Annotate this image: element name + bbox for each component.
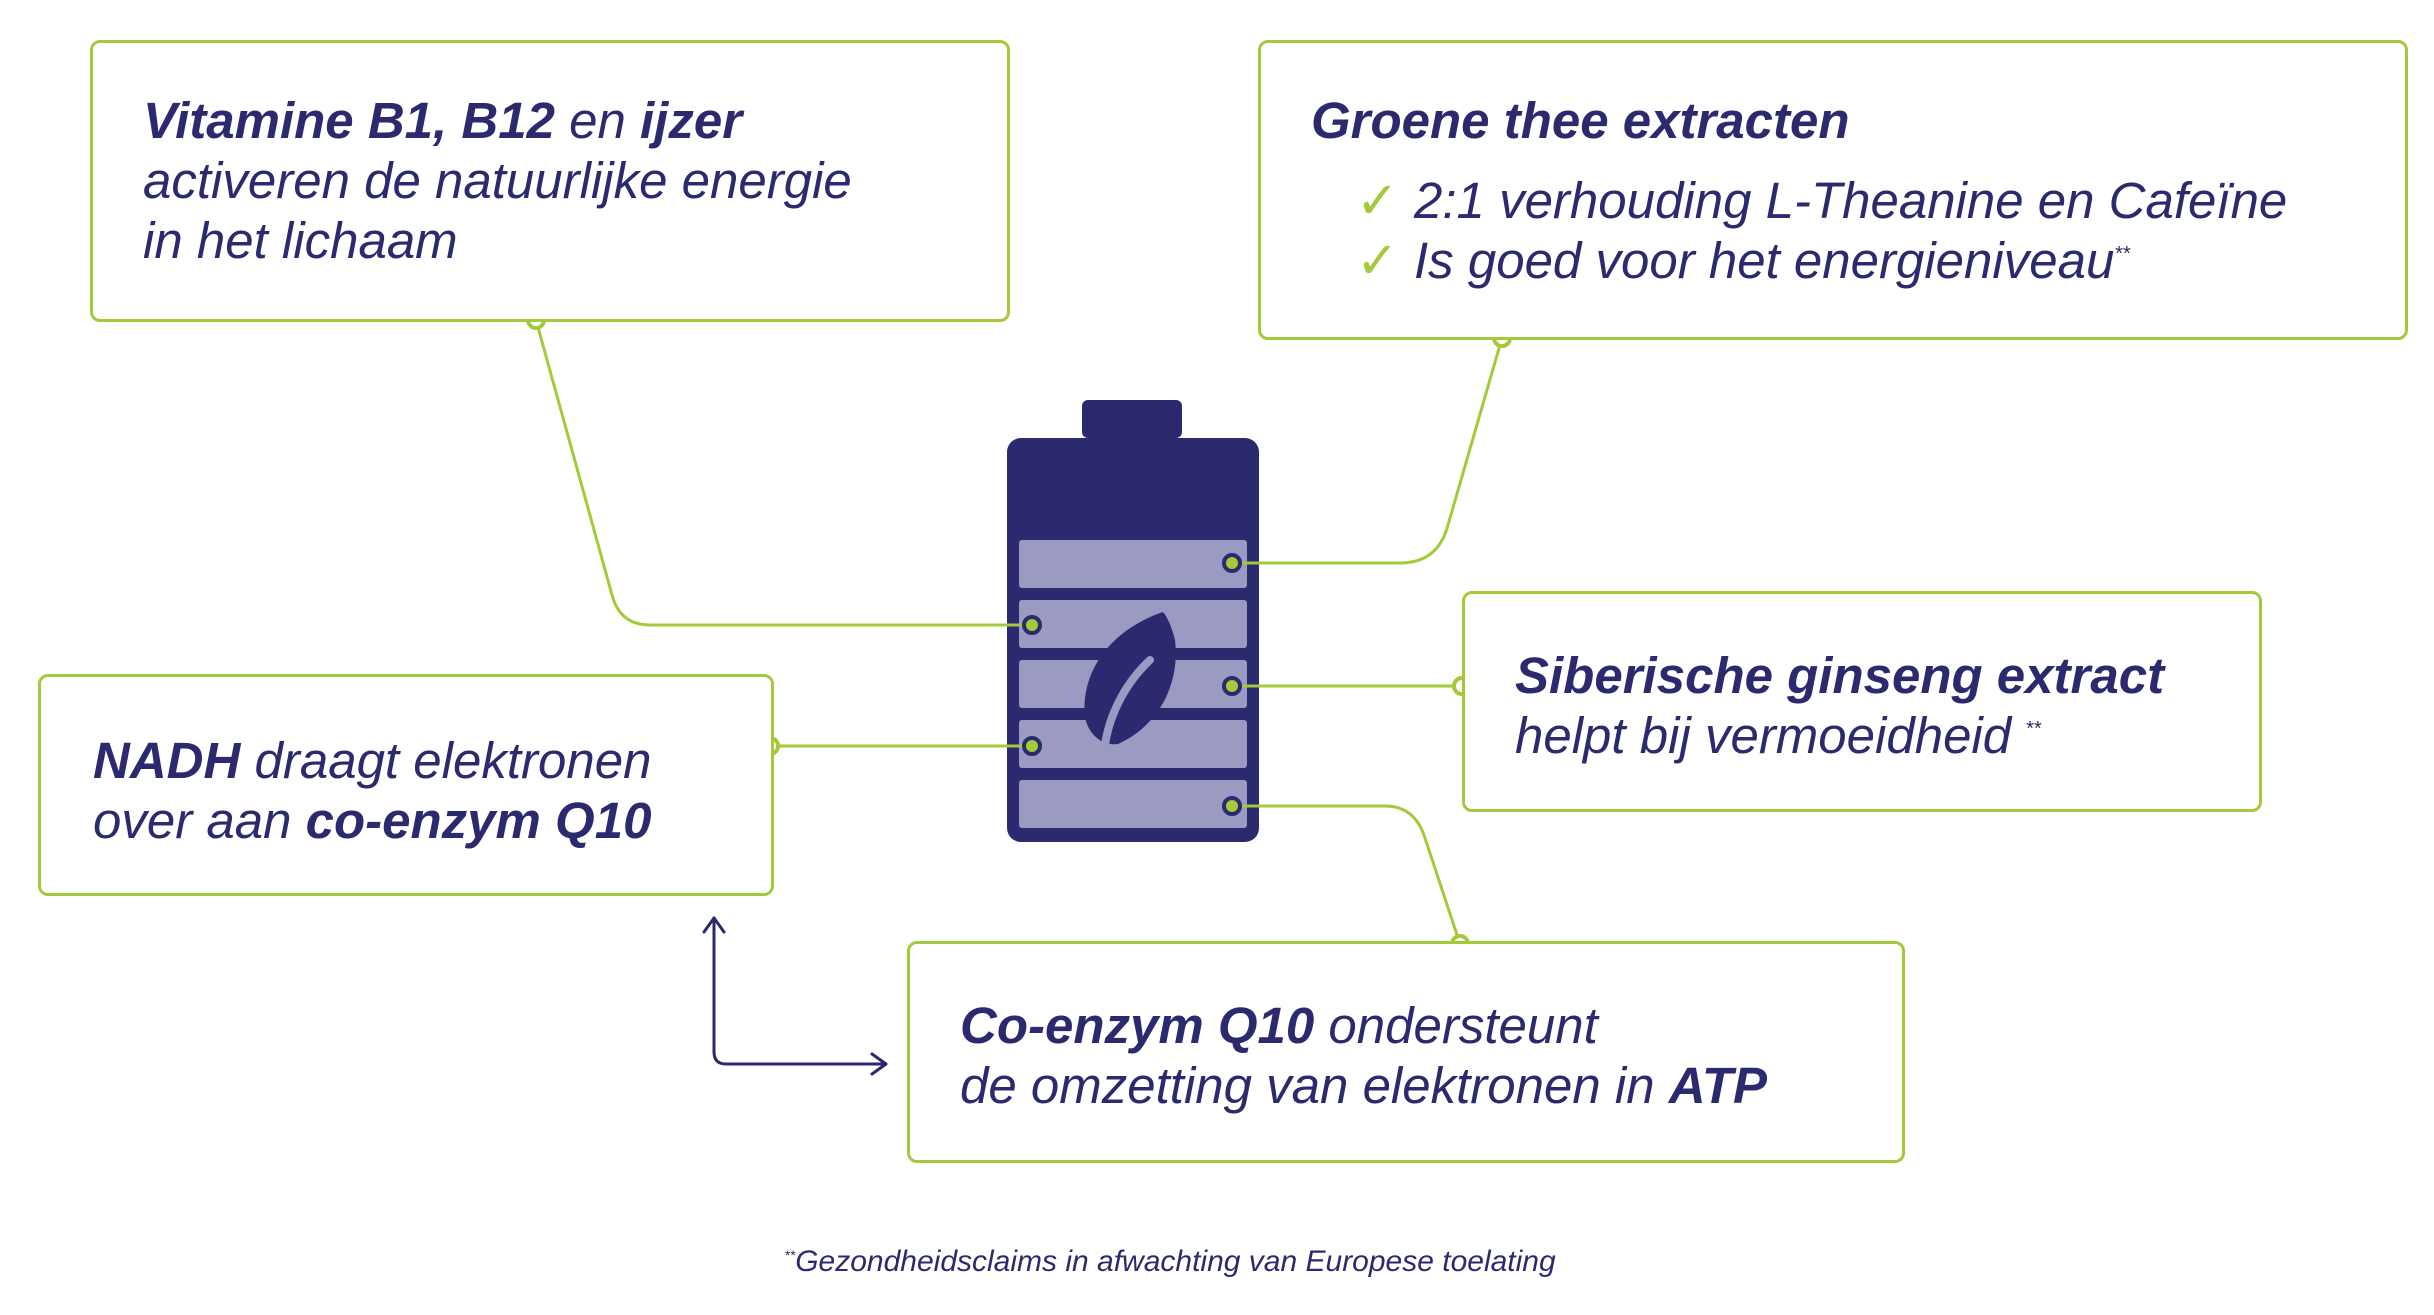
vitamins-line-3: in het lichaam <box>143 212 458 269</box>
connector-vitamins <box>534 319 1032 627</box>
list-item: ✓ 2:1 verhouding L-Theanine en Cafeïne <box>1356 171 2405 231</box>
nadh-line-1: NADH draagt elektronen <box>93 731 771 791</box>
vitamins-bold-1: Vitamine B1, B12 <box>143 92 555 149</box>
battery-cell <box>1019 600 1247 648</box>
nadh-text-2: over aan <box>93 792 306 849</box>
coq10-bold-2: ATP <box>1668 1057 1767 1114</box>
green-tea-title: Groene thee extracten <box>1311 92 1850 149</box>
battery-cell <box>1019 720 1247 768</box>
leaf-icon <box>1084 612 1176 764</box>
coq10-box: Co-enzym Q10 ondersteunt de omzetting va… <box>907 941 1905 1163</box>
battery-cell <box>1019 540 1247 588</box>
list-item-text: Is goed voor het energieniveau <box>1414 232 2115 289</box>
connector-coq10 <box>1232 804 1462 945</box>
green-tea-list: ✓ 2:1 verhouding L-Theanine en Cafeïne ✓ I… <box>1311 171 2405 291</box>
nadh-text: draagt elektronen <box>240 732 652 789</box>
double-arrow-icon <box>702 916 888 1076</box>
battery-icon <box>1007 400 1259 842</box>
vitamins-and: en <box>554 92 641 149</box>
nadh-bold-2: co-enzym Q10 <box>305 792 652 849</box>
vitamins-box: Vitamine B1, B12 en ijzer activeren de n… <box>90 40 1010 322</box>
footnote-marker: ** <box>784 1247 796 1263</box>
footnote-text: Gezondheidsclaims in afwachting van Euro… <box>795 1245 1556 1278</box>
list-item: ✓ Is goed voor het energieniveau** <box>1356 231 2405 291</box>
nadh-line-2: over aan co-enzym Q10 <box>93 791 771 851</box>
coq10-line-2: de omzetting van elektronen in ATP <box>960 1056 1902 1116</box>
coq10-text-2: de omzetting van elektronen in <box>960 1057 1669 1114</box>
green-tea-box: Groene thee extracten ✓ 2:1 verhouding L-… <box>1258 40 2408 340</box>
coq10-text: ondersteunt <box>1314 997 1598 1054</box>
coq10-line-1: Co-enzym Q10 ondersteunt <box>960 996 1902 1056</box>
nadh-box: NADH draagt elektronen over aan co-enzym… <box>38 674 774 896</box>
nadh-bold: NADH <box>93 732 241 789</box>
vitamins-bold-2: ijzer <box>640 92 743 149</box>
check-icon: ✓ <box>1356 232 1399 289</box>
battery-cell <box>1019 780 1247 828</box>
ginseng-box: Siberische ginseng extract helpt bij ver… <box>1462 591 2262 812</box>
vitamins-line-1: Vitamine B1, B12 en ijzer <box>143 91 1007 151</box>
footnote-marker: ** <box>2114 243 2130 265</box>
vitamins-line-2: activeren de natuurlijke energie <box>143 152 852 209</box>
footnote: **Gezondheidsclaims in afwachting van Eu… <box>0 1245 2340 1279</box>
battery-dot <box>1022 736 1042 756</box>
ginseng-text: helpt bij vermoeidheid <box>1515 707 2012 764</box>
battery-dot <box>1222 553 1242 573</box>
ginseng-line-2: helpt bij vermoeidheid ** <box>1515 706 2259 766</box>
footnote-marker: ** <box>2025 718 2041 740</box>
battery-dot <box>1022 615 1042 635</box>
check-icon: ✓ <box>1356 172 1399 229</box>
list-item-text: 2:1 verhouding L-Theanine en Cafeïne <box>1414 172 2288 229</box>
battery-dot <box>1222 796 1242 816</box>
battery-dot <box>1222 676 1242 696</box>
coq10-bold: Co-enzym Q10 <box>960 997 1315 1054</box>
connector-green-tea <box>1232 337 1504 565</box>
ginseng-title: Siberische ginseng extract <box>1515 647 2165 704</box>
